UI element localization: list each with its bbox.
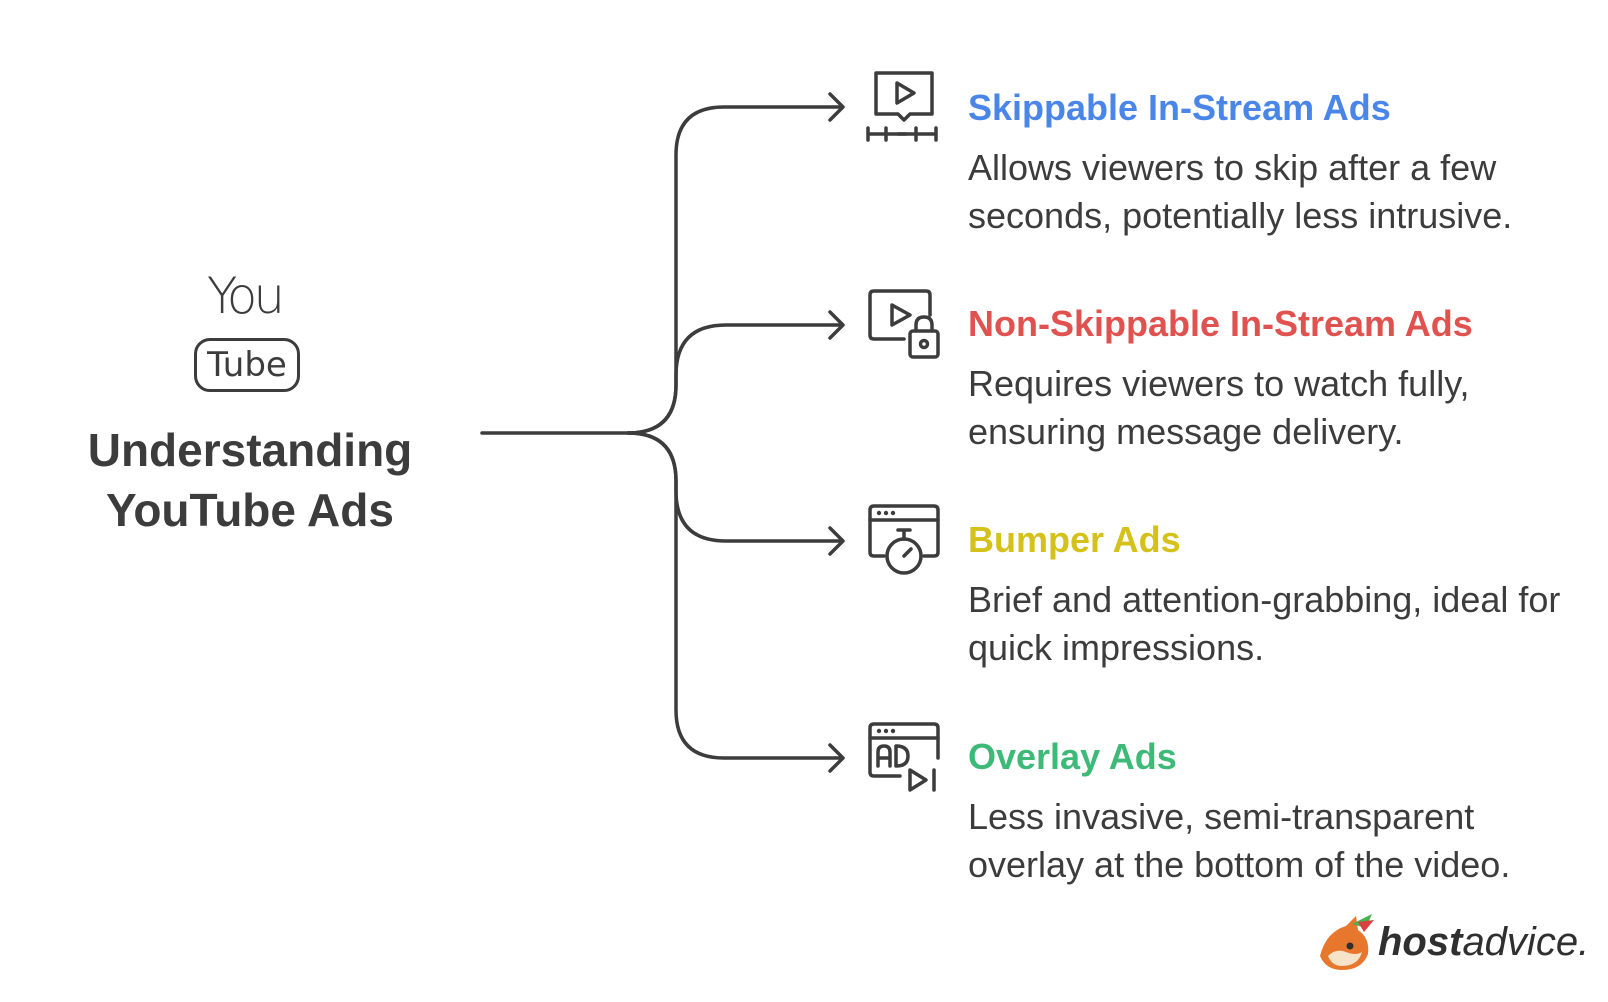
- item-title-3: Bumper Ads: [968, 519, 1181, 560]
- item-title-2: Non-Skippable In-Stream Ads: [968, 303, 1473, 344]
- connector-branch-3: [626, 431, 844, 543]
- item-title-1: Skippable In-Stream Ads: [968, 87, 1391, 128]
- arrowhead-1: [828, 92, 845, 122]
- youtube-logo-you: You: [206, 267, 285, 325]
- connector-stem: [480, 105, 844, 435]
- arrowhead-3: [828, 526, 845, 556]
- item-description-3: Brief and attention-grabbing, ideal for …: [968, 579, 1561, 668]
- video-lock-icon: [868, 289, 940, 359]
- item-description-2: Requires viewers to watch fully, ensurin…: [968, 363, 1470, 452]
- fox-mascot-logo: [1320, 914, 1374, 970]
- item-description-1: Allows viewers to skip after a few secon…: [968, 147, 1513, 236]
- connector-branch-2: [626, 323, 844, 435]
- hostadvice-wordmark: hostadvice.: [1378, 918, 1589, 966]
- wordmark-host: host: [1378, 920, 1463, 964]
- video-skip-icon: [866, 71, 938, 142]
- item-title-4: Overlay Ads: [968, 736, 1177, 777]
- arrowhead-2: [828, 310, 845, 340]
- browser-stopwatch-icon: [868, 504, 940, 575]
- youtube-logo-tube: Tube: [194, 338, 300, 392]
- browser-ad-play-icon: [868, 722, 940, 792]
- connector-branch-4: [626, 431, 844, 760]
- item-description-4: Less invasive, semi-transparent overlay …: [968, 796, 1511, 885]
- diagram-title: Understanding YouTube Ads: [87, 424, 413, 536]
- arrowhead-4: [828, 743, 845, 773]
- wordmark-advice: advice.: [1462, 920, 1590, 964]
